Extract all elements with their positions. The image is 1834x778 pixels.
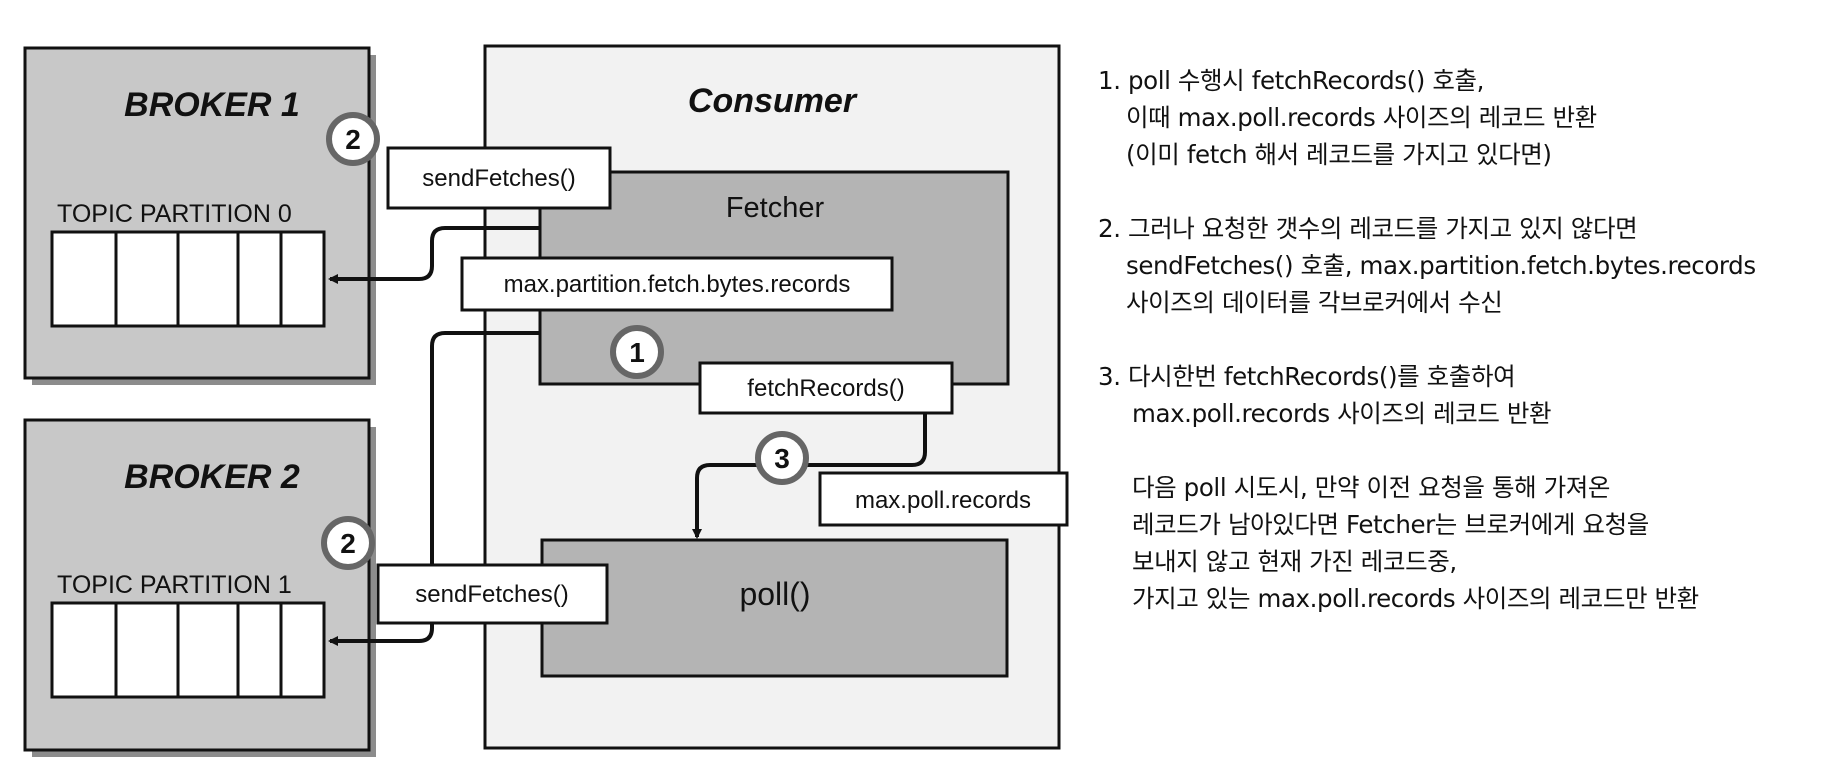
- topic-partition-0-log: [50, 230, 326, 328]
- note-step-3: 3. 다시한번 fetchRecords()를 호출하여 max.poll.re…: [1098, 358, 1828, 432]
- partition-bytes-box: max.partition.fetch.bytes.records: [460, 256, 894, 312]
- fetcher-title: Fetcher: [726, 192, 825, 224]
- broker-2-title: BROKER 2: [124, 458, 300, 496]
- explanation-notes: 1. poll 수행시 fetchRecords() 호출, 이때 max.po…: [1098, 62, 1828, 654]
- fetch-records-box: fetchRecords(): [698, 361, 954, 415]
- svg-text:3: 3: [774, 443, 790, 474]
- max-partition-fetch-bytes-label: max.partition.fetch.bytes.records: [504, 271, 851, 298]
- kafka-consumer-fetch-diagram: BROKER 1 TOPIC PARTITION 0 BROKER 2 TOPI…: [23, 44, 1069, 757]
- note-line: 사이즈의 데이터를 각브로커에서 수신: [1126, 288, 1503, 317]
- note-line: 레코드가 남아있다면 Fetcher는 브로커에게 요청을: [1132, 510, 1649, 539]
- note-line: 3. 다시한번 fetchRecords()를 호출하여: [1098, 362, 1516, 391]
- note-line: sendFetches() 호출, max.partition.fetch.by…: [1126, 251, 1756, 280]
- fetch-arrow-broker-2: [328, 331, 540, 646]
- note-line: 보내지 않고 현재 가진 레코드중,: [1132, 547, 1457, 576]
- consumer-title: Consumer: [688, 82, 858, 120]
- svg-text:2: 2: [340, 528, 356, 559]
- fetch-records-label: fetchRecords(): [747, 375, 904, 402]
- note-line: 1. poll 수행시 fetchRecords() 호출,: [1098, 66, 1485, 95]
- send-fetches-label-2: sendFetches(): [415, 581, 568, 608]
- send-fetches-box-2: sendFetches(): [376, 563, 609, 625]
- step-badge-2-broker-1: 2: [326, 112, 380, 166]
- max-poll-records-label: max.poll.records: [855, 487, 1031, 514]
- broker-2: BROKER 2 TOPIC PARTITION 1: [23, 418, 376, 757]
- note-line: 2. 그러나 요청한 갯수의 레코드를 가지고 있지 않다면: [1098, 214, 1638, 243]
- note-next-poll: 다음 poll 시도시, 만약 이전 요청을 통해 가져온 레코드가 남아있다면…: [1098, 469, 1828, 617]
- topic-partition-1-label: TOPIC PARTITION 1: [57, 571, 292, 599]
- broker-1: BROKER 1 TOPIC PARTITION 0: [23, 46, 376, 385]
- svg-text:2: 2: [345, 124, 361, 155]
- note-step-2: 2. 그러나 요청한 갯수의 레코드를 가지고 있지 않다면 sendFetch…: [1098, 210, 1828, 321]
- note-line: (이미 fetch 해서 레코드를 가지고 있다면): [1126, 140, 1552, 169]
- note-step-1: 1. poll 수행시 fetchRecords() 호출, 이때 max.po…: [1098, 62, 1828, 173]
- note-line: max.poll.records 사이즈의 레코드 반환: [1132, 399, 1552, 428]
- fetch-arrow-broker-1: [328, 226, 540, 284]
- fetch-records-to-poll-arrow: [692, 413, 927, 539]
- topic-partition-0-label: TOPIC PARTITION 0: [57, 200, 292, 228]
- step-badge-3: 3: [755, 431, 809, 485]
- topic-partition-1-log: [50, 601, 326, 699]
- step-badge-2-broker-2: 2: [321, 516, 375, 570]
- note-line: 가지고 있는 max.poll.records 사이즈의 레코드만 반환: [1132, 584, 1699, 613]
- step-badge-1: 1: [610, 325, 664, 379]
- send-fetches-box-1: sendFetches(): [386, 146, 612, 210]
- note-line: 이때 max.poll.records 사이즈의 레코드 반환: [1126, 103, 1597, 132]
- max-poll-records-box: max.poll.records: [818, 471, 1069, 527]
- note-line: 다음 poll 시도시, 만약 이전 요청을 통해 가져온: [1132, 473, 1611, 502]
- poll-box: [540, 538, 1009, 678]
- send-fetches-label-1: sendFetches(): [422, 165, 575, 192]
- svg-text:1: 1: [629, 337, 645, 368]
- broker-1-title: BROKER 1: [124, 86, 300, 124]
- connectors: [328, 226, 927, 646]
- poll-label: poll(): [739, 576, 810, 612]
